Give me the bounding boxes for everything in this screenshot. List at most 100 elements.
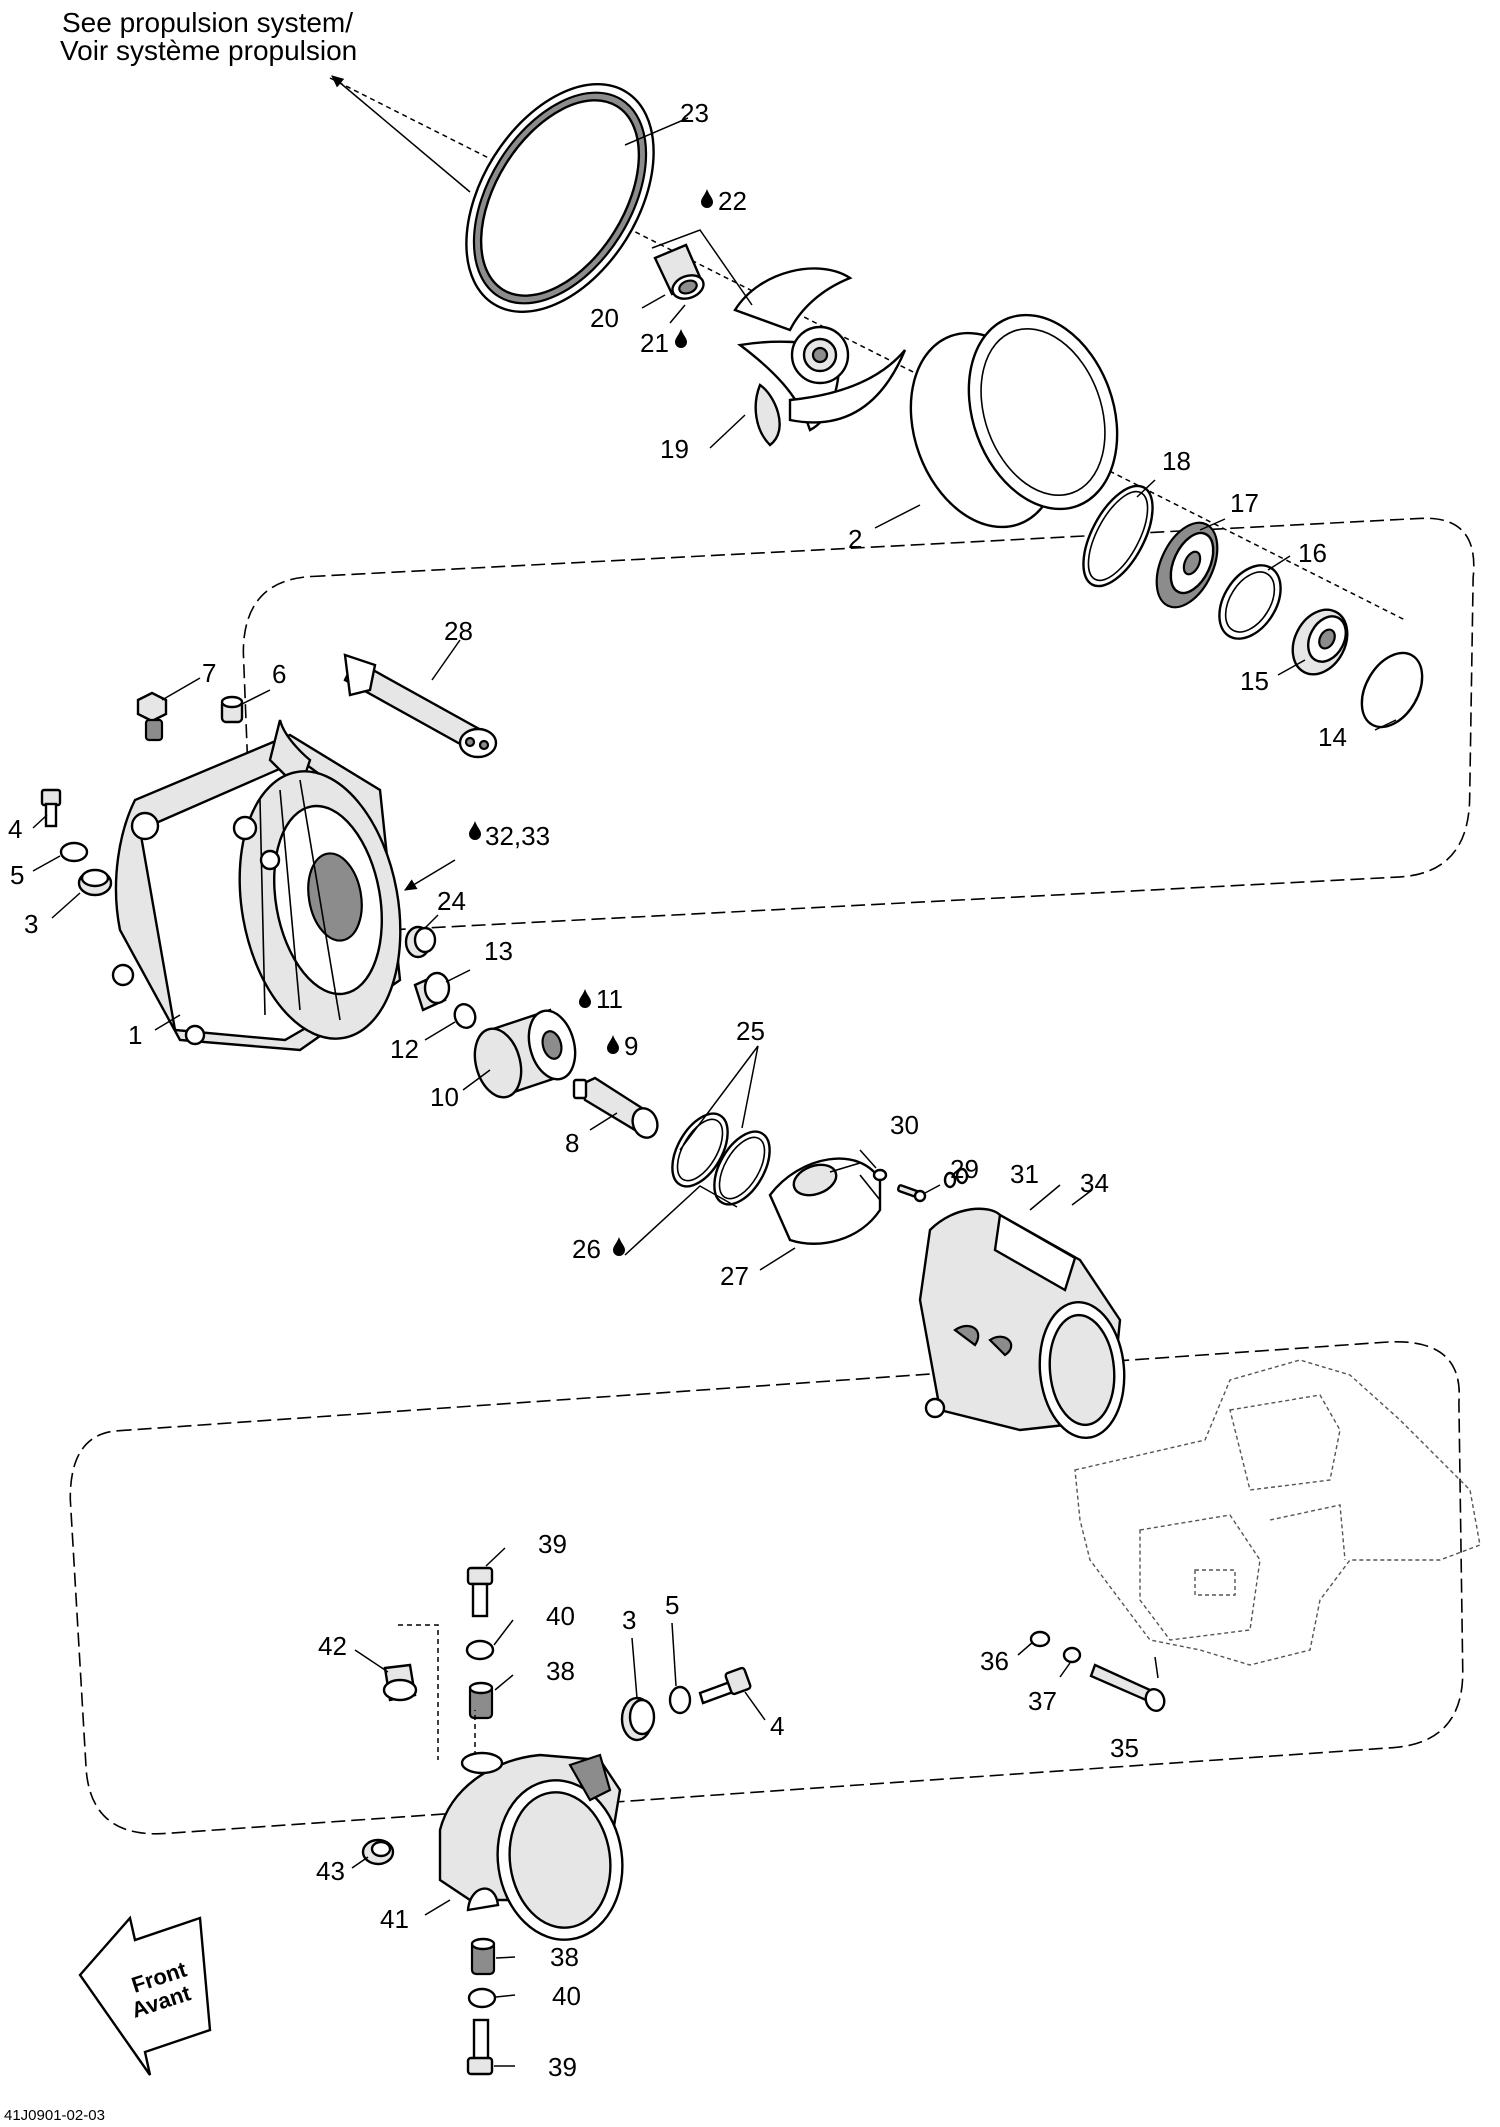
spacer-part-13 — [413, 971, 451, 1012]
header-line-1: See propulsion system/ — [62, 7, 353, 38]
callout-27: 27 — [720, 1261, 749, 1291]
bolt-part-39-bottom — [466, 2018, 494, 2076]
front-arrow-icon: Front Avant — [78, 1915, 212, 2076]
cover-part-14 — [1360, 651, 1424, 729]
shaft-part-8 — [572, 1076, 659, 1139]
cone-part-27 — [768, 1157, 882, 1245]
callout-7: 7 — [202, 658, 216, 688]
callout-3-left: 3 — [24, 909, 38, 939]
nut-part-42 — [382, 1663, 418, 1702]
callout-40-bottom: 40 — [552, 1981, 581, 2011]
callout-17: 17 — [1230, 488, 1259, 518]
grommet-part-3-left — [77, 868, 113, 897]
bolt-part-35 — [1089, 1663, 1166, 1712]
callout-13: 13 — [484, 936, 513, 966]
grommet-part-3-lower — [620, 1696, 656, 1742]
callout-25: 25 — [736, 1016, 765, 1046]
pump-housing-part-1 — [111, 719, 402, 1052]
callout-34: 34 — [1080, 1168, 1109, 1198]
callout-18: 18 — [1162, 446, 1191, 476]
screw-part-29 — [896, 1184, 927, 1203]
callout-37: 37 — [1028, 1686, 1057, 1716]
bolt-part-4-lower — [698, 1666, 752, 1705]
oil-drop-icon — [701, 189, 713, 208]
shaft-part-28 — [343, 653, 498, 759]
bolt-part-39-top — [466, 1566, 494, 1618]
venturi-part-34 — [918, 1207, 1126, 1440]
bearing-part-15 — [1291, 608, 1349, 676]
oil-drop-icon — [469, 821, 481, 840]
steering-nozzle-part-41 — [438, 1751, 624, 1941]
callout-16: 16 — [1298, 538, 1327, 568]
oil-drop-icon — [607, 1035, 619, 1054]
snap-ring-part-18 — [1082, 484, 1154, 588]
washer-part-40-bottom — [467, 1987, 497, 2009]
group-boundary-lower — [69, 1341, 1464, 1835]
callout-19: 19 — [660, 434, 689, 464]
header-line-2: Voir système propulsion — [60, 35, 357, 66]
washer-part-30 — [872, 1168, 888, 1182]
reference-bracket-ghost — [1074, 1359, 1481, 1666]
callout-40-top: 40 — [546, 1601, 575, 1631]
callout-2: 2 — [848, 524, 862, 554]
washer-part-5-lower — [668, 1685, 692, 1715]
o-ring-part-31-a — [943, 1171, 957, 1189]
leader-lines — [32, 117, 1397, 2067]
callout-23: 23 — [680, 98, 709, 128]
sleeve-part-20 — [653, 243, 705, 300]
bearing-part-10 — [473, 1008, 577, 1099]
o-ring-part-31-b — [955, 1167, 969, 1185]
ring-part-16 — [1218, 564, 1282, 640]
wear-ring-part-23 — [465, 83, 655, 313]
o-ring-part-25-a-inner — [676, 1118, 724, 1182]
drawing-code: 41J0901-02-03 — [4, 2107, 105, 2124]
o-ring-part-12 — [453, 1003, 477, 1029]
callout-31: 31 — [1010, 1159, 1039, 1189]
bushing-part-38-bottom — [470, 1937, 496, 1976]
o-ring-part-25-b-inner — [718, 1136, 766, 1200]
callout-9: 9 — [624, 1031, 638, 1061]
callout-8: 8 — [565, 1128, 579, 1158]
callout-42: 42 — [318, 1631, 347, 1661]
header: See propulsion system/ Voir système prop… — [60, 7, 357, 66]
callout-6: 6 — [272, 659, 286, 689]
washer-part-37 — [1062, 1646, 1082, 1664]
ring-part-16-inner — [1224, 571, 1276, 633]
oil-drop-icon — [613, 1237, 625, 1256]
nut-part-43 — [361, 1838, 395, 1866]
callout-15: 15 — [1240, 666, 1269, 696]
impeller-housing-part-2 — [909, 313, 1119, 529]
bolt-part-4-left — [40, 788, 62, 828]
callout-43: 43 — [316, 1856, 345, 1886]
callout-4-left: 4 — [8, 814, 22, 844]
bushing-part-38-top — [468, 1681, 494, 1720]
callout-22: 22 — [718, 186, 747, 216]
callout-36: 36 — [980, 1646, 1009, 1676]
group-boundary-upper — [242, 517, 1475, 934]
washer-part-5-left — [59, 841, 89, 863]
callout-10: 10 — [430, 1082, 459, 1112]
bushing-part-24 — [404, 925, 437, 959]
impeller-part-19 — [733, 267, 907, 447]
oil-drop-icon — [675, 329, 687, 348]
callout-29: 29 — [950, 1154, 979, 1184]
callout-24: 24 — [437, 886, 466, 916]
callout-1: 1 — [128, 1020, 142, 1050]
seal-part-17 — [1155, 521, 1219, 609]
bushing-part-6 — [220, 695, 244, 724]
callout-39-top: 39 — [538, 1529, 567, 1559]
callout-11: 11 — [596, 984, 623, 1014]
callout-labels: 23 22 20 21 19 2 18 17 16 15 14 28 7 6 4… — [8, 98, 1347, 2082]
callout-20: 20 — [590, 303, 619, 333]
callout-14: 14 — [1318, 722, 1347, 752]
o-ring-part-25-b — [713, 1130, 771, 1206]
callout-35: 35 — [1110, 1733, 1139, 1763]
washer-part-40-top — [465, 1639, 495, 1661]
header-arrow — [331, 75, 471, 193]
plug-part-7 — [136, 691, 168, 742]
callout-38-top: 38 — [546, 1656, 575, 1686]
callout-3-lower: 3 — [622, 1605, 636, 1635]
callout-5-left: 5 — [10, 860, 24, 890]
callout-41: 41 — [380, 1904, 409, 1934]
